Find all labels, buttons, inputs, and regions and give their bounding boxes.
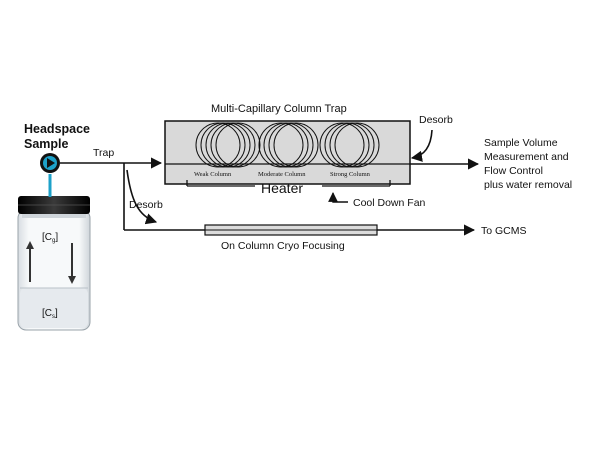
desorb-curve-arrow — [126, 169, 158, 225]
desorb-right-arrow — [410, 129, 433, 162]
heater-bracket — [186, 180, 391, 187]
trap-title: Multi-Capillary Column Trap — [211, 103, 347, 115]
output-label-line2: Measurement and — [484, 151, 569, 163]
desorb-left-label: Desorb — [129, 199, 163, 211]
trap-label: Trap — [93, 147, 114, 159]
strong-column-label: Strong Column — [330, 171, 371, 178]
headspace-label-line2: Sample — [24, 137, 69, 151]
to-gcms-label: To GCMS — [481, 225, 527, 237]
sample-concentration-label: [Cs] — [42, 308, 58, 320]
weak-column-label: Weak Column — [194, 171, 232, 178]
jar-liquid — [20, 288, 88, 328]
heater-label: Heater — [261, 180, 303, 196]
moderate-column-coil — [258, 122, 319, 168]
desorb-right-label: Desorb — [419, 114, 453, 126]
strong-column-coil — [319, 122, 380, 168]
sample-jar: [Cg] [Cs] — [17, 174, 91, 331]
gas-concentration-label: [Cg] — [42, 232, 58, 244]
jar-neck — [22, 212, 86, 218]
cool-down-fan-arrow — [328, 192, 348, 203]
output-label-line4: plus water removal — [484, 179, 572, 191]
output-label-line3: Flow Control — [484, 165, 543, 177]
equilibrium-arrows — [26, 241, 76, 284]
weak-column-coil — [195, 122, 261, 168]
output-label-line1: Sample Volume — [484, 137, 558, 149]
cool-down-fan-label: Cool Down Fan — [353, 197, 426, 209]
headspace-label-line1: Headspace — [24, 122, 90, 136]
moderate-column-label: Moderate Column — [258, 171, 306, 178]
cryo-focusing-label: On Column Cryo Focusing — [221, 240, 345, 252]
